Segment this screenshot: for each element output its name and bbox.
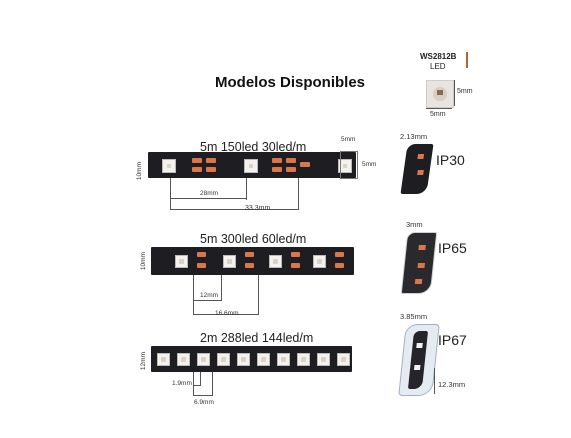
strip-1-line-b	[246, 178, 247, 200]
strip-3-image	[151, 346, 352, 372]
strip-1-highlight-box	[340, 151, 358, 179]
strip-3-line-c	[212, 372, 213, 396]
strip-2-line-166	[193, 314, 258, 315]
ip67-dim-line	[434, 368, 435, 394]
page-title: Modelos Disponibles	[215, 74, 366, 91]
strip-3-line-a	[193, 372, 194, 396]
ip30-panel: 2.13mm IP30	[398, 130, 498, 200]
ip65-dim: 3mm	[406, 220, 423, 229]
strip-2-line-c	[258, 275, 259, 315]
strip-2-line-12	[193, 300, 221, 301]
led-chip-dim-side: 5mm	[457, 88, 473, 95]
strip-3-label: 2m 288led 144led/m	[200, 331, 314, 345]
ip65-label: IP65	[438, 240, 467, 256]
ip30-dim: 2.13mm	[400, 132, 428, 141]
ip65-strip-image	[400, 232, 438, 294]
strip-2-image	[151, 247, 354, 275]
strip-1-dim-chip-h: 5mm	[362, 161, 377, 168]
strip-1-dim-28: 28mm	[200, 190, 219, 197]
strip-3-line-b	[200, 372, 201, 386]
led-chip-card: WS2812B LED 5mm 5mm	[418, 50, 498, 122]
strip-3-dim-19: 1.9mm	[172, 380, 192, 387]
ip30-label: IP30	[436, 152, 465, 168]
led-chip-type: LED	[430, 62, 446, 71]
strip-2-dim-12: 12mm	[200, 292, 219, 299]
ip65-panel: 3mm IP65	[398, 218, 498, 298]
led-chip-dim-bottom: 5mm	[430, 111, 446, 118]
strip-1-line-c	[298, 178, 299, 210]
strip-2-line-a	[193, 275, 194, 315]
strip-1-dim-chip-w: 5mm	[341, 136, 356, 143]
led-chip-accent-bar	[466, 52, 468, 68]
strip-1-line-333	[170, 209, 298, 210]
strip-2-dim-166: 16.6mm	[215, 310, 239, 317]
strip-3-line-69	[193, 395, 212, 396]
ip30-strip-image	[400, 144, 434, 194]
strip-1-dim-width: 10mm	[136, 162, 143, 181]
ip67-dim2: 12.3mm	[438, 380, 466, 389]
ip67-dim: 3.85mm	[400, 312, 428, 321]
strip-3-dim-width: 12mm	[140, 352, 147, 371]
strip-1-dim-333: 33.3mm	[245, 205, 271, 212]
strip-1-line-28	[170, 198, 246, 199]
strip-2-dim-width: 10mm	[140, 252, 147, 271]
led-chip-name: WS2812B	[420, 52, 457, 61]
led-chip-dim-line-h	[426, 108, 452, 109]
strip-3-line-19	[193, 385, 200, 386]
strip-1-label: 5m 150led 30led/m	[200, 140, 307, 154]
ip67-label: IP67	[438, 332, 467, 348]
strip-1-image	[148, 152, 356, 178]
led-chip-dim-line-v	[454, 80, 455, 106]
ip67-panel: 3.85mm IP67 12.3mm	[398, 310, 508, 400]
strip-2-label: 5m 300led 60led/m	[200, 232, 307, 246]
strip-1-line-a	[170, 178, 171, 210]
led-chip-image	[426, 80, 454, 108]
strip-3-dim-69: 6.9mm	[194, 399, 214, 406]
strip-2-line-b	[221, 275, 222, 301]
